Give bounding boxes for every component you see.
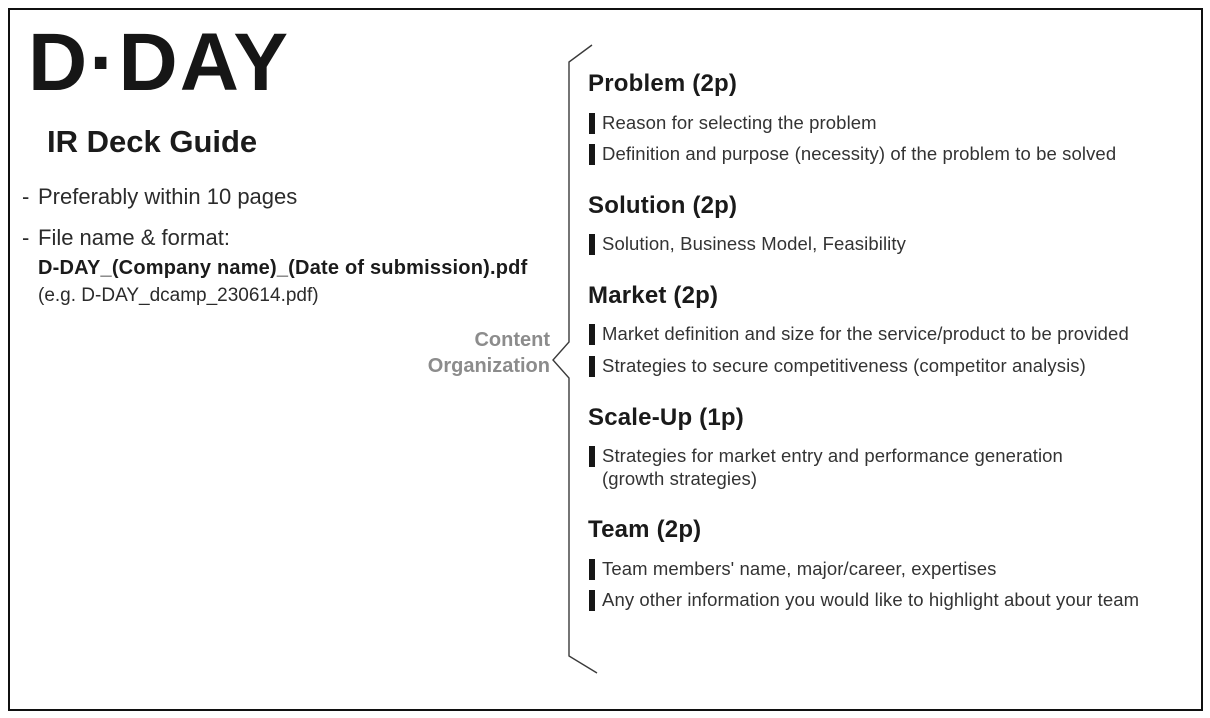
section: Team (2p) Team members' name, major/care…: [588, 516, 1206, 612]
bullet-text: Strategies for market entry and performa…: [602, 445, 1063, 489]
bullet-text: Any other information you would like to …: [602, 589, 1140, 611]
bullet-item: Any other information you would like to …: [588, 589, 1206, 612]
bullet-item: Strategies for market entry and performa…: [588, 445, 1206, 490]
dash-bullet: -: [22, 184, 30, 209]
filename-example: (e.g. D-DAY_dcamp_230614.pdf): [38, 285, 319, 306]
bullet-item: Team members' name, major/career, expert…: [588, 558, 1206, 581]
bullet-bar-icon: [589, 356, 595, 378]
bullet-text: Reason for selecting the problem: [602, 111, 877, 133]
note-pages: - Preferably within 10 pages: [22, 184, 562, 210]
guide-notes: - Preferably within 10 pages - File name…: [22, 184, 562, 322]
section-title: Scale-Up (1p): [588, 403, 744, 431]
note-filename: - File name & format: D-DAY_(Company nam…: [22, 225, 562, 307]
bullet-text: Market definition and size for the servi…: [602, 323, 1129, 345]
label-line-1: Content: [474, 329, 550, 351]
bullet-item: Reason for selecting the problem: [588, 112, 1206, 135]
bullet-text: Team members' name, major/career, expert…: [602, 557, 997, 579]
bullet-item: Solution, Business Model, Feasibility: [588, 233, 1206, 256]
content-organization-label: Content Organization: [428, 328, 550, 379]
note-body: File name & format: D-DAY_(Company name)…: [38, 225, 562, 307]
content-sections: Problem (2p) Reason for selecting the pr…: [588, 70, 1206, 638]
bullet-bar-icon: [589, 590, 595, 612]
page-title: IR Deck Guide: [47, 124, 258, 159]
bullet-text: Strategies to secure competitiveness (co…: [602, 355, 1086, 377]
bullet-bar-icon: [589, 234, 595, 256]
section: Market (2p) Market definition and size f…: [588, 282, 1206, 378]
section-title: Problem (2p): [588, 70, 738, 97]
bullet-bar-icon: [589, 446, 595, 468]
bullet-bar-icon: [589, 324, 595, 346]
section: Problem (2p) Reason for selecting the pr…: [588, 70, 1206, 166]
section-title: Market (2p): [588, 281, 719, 309]
bullet-item: Definition and purpose (necessity) of th…: [588, 143, 1206, 166]
bullet-text: Solution, Business Model, Feasibility: [602, 233, 906, 255]
note-text: File name & format:: [38, 225, 230, 250]
bullet-bar-icon: [589, 144, 595, 166]
dash-bullet: -: [22, 225, 30, 250]
section-title: Solution (2p): [588, 191, 738, 219]
bullet-bar-icon: [589, 112, 595, 134]
bullet-item: Market definition and size for the servi…: [588, 323, 1206, 346]
label-line-2: Organization: [427, 354, 550, 377]
filename-format: D-DAY_(Company name)_(Date of submission…: [38, 257, 528, 279]
bullet-item: Strategies to secure competitiveness (co…: [588, 355, 1206, 378]
dday-logo: D·DAY: [28, 17, 291, 108]
bullet-bar-icon: [589, 558, 595, 580]
section: Scale-Up (1p) Strategies for market entr…: [588, 404, 1206, 491]
bullet-text: Definition and purpose (necessity) of th…: [602, 143, 1117, 165]
section-title: Team (2p): [588, 516, 702, 544]
note-text: Preferably within 10 pages: [38, 184, 298, 209]
section: Solution (2p) Solution, Business Model, …: [588, 192, 1206, 256]
